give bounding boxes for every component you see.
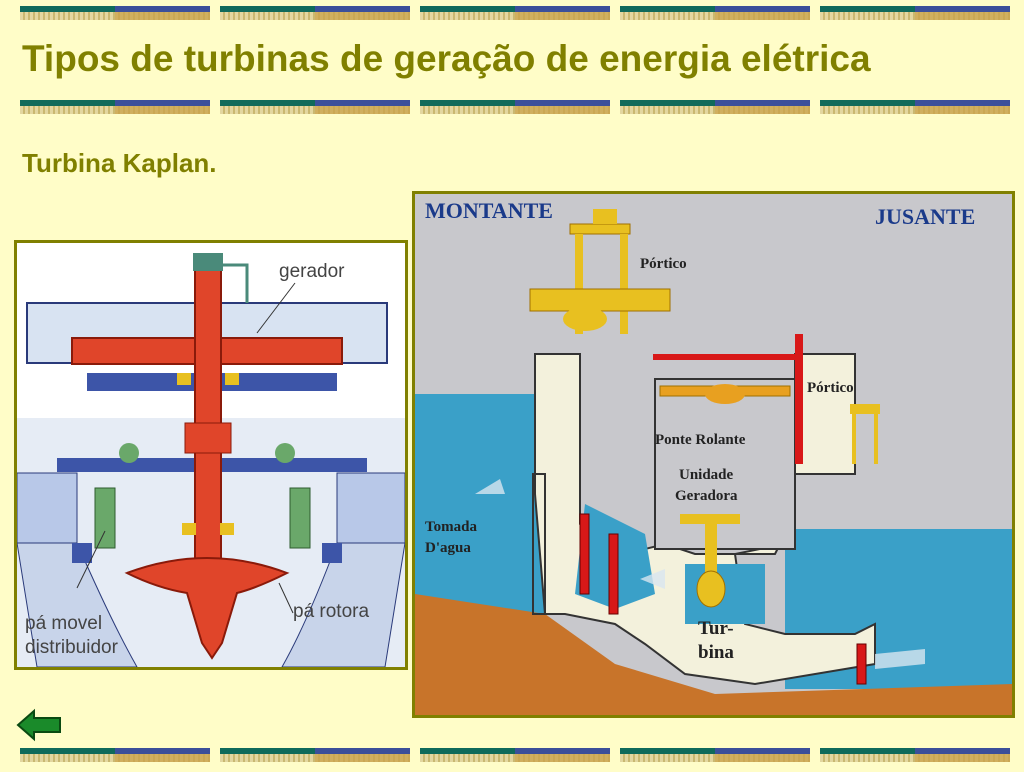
kaplan-turbine-figure: gerador pá movel distribuidor pá rotora: [14, 240, 408, 670]
label-pa-rotora: pá rotora: [293, 601, 370, 622]
label-unidade: Unidade: [679, 467, 734, 483]
label-dagua: D'agua: [425, 540, 471, 556]
label-ponte-rolante: Ponte Rolante: [655, 432, 746, 448]
label-jusante: JUSANTE: [875, 204, 976, 229]
arrow-left-icon: [16, 708, 61, 742]
hydro-plant-drawing: [415, 194, 1012, 715]
label-geradora: Geradora: [675, 488, 738, 504]
bottom-decor-band: [0, 744, 1024, 772]
label-distribuidor: distribuidor: [25, 637, 118, 658]
hydro-plant-figure: MONTANTE JUSANTE Pórtico Pórtico Ponte R…: [412, 191, 1015, 718]
top-decor-band: [0, 2, 1024, 30]
label-portico-downstream: Pórtico: [807, 380, 854, 396]
title-decor-band: [0, 96, 1024, 124]
label-tomada: Tomada: [425, 519, 477, 535]
back-button[interactable]: [16, 708, 64, 742]
page-title: Tipos de turbinas de geração de energia …: [22, 38, 871, 79]
label-pa-movel: pá movel: [25, 613, 103, 634]
kaplan-turbine-drawing: [16, 243, 406, 668]
label-bina: bina: [698, 642, 734, 663]
label-montante: MONTANTE: [425, 198, 553, 223]
label-gerador: gerador: [279, 261, 345, 282]
label-portico-upstream: Pórtico: [640, 256, 687, 272]
label-tur: Tur-: [698, 618, 734, 639]
section-subtitle: Turbina Kaplan.: [22, 148, 217, 178]
